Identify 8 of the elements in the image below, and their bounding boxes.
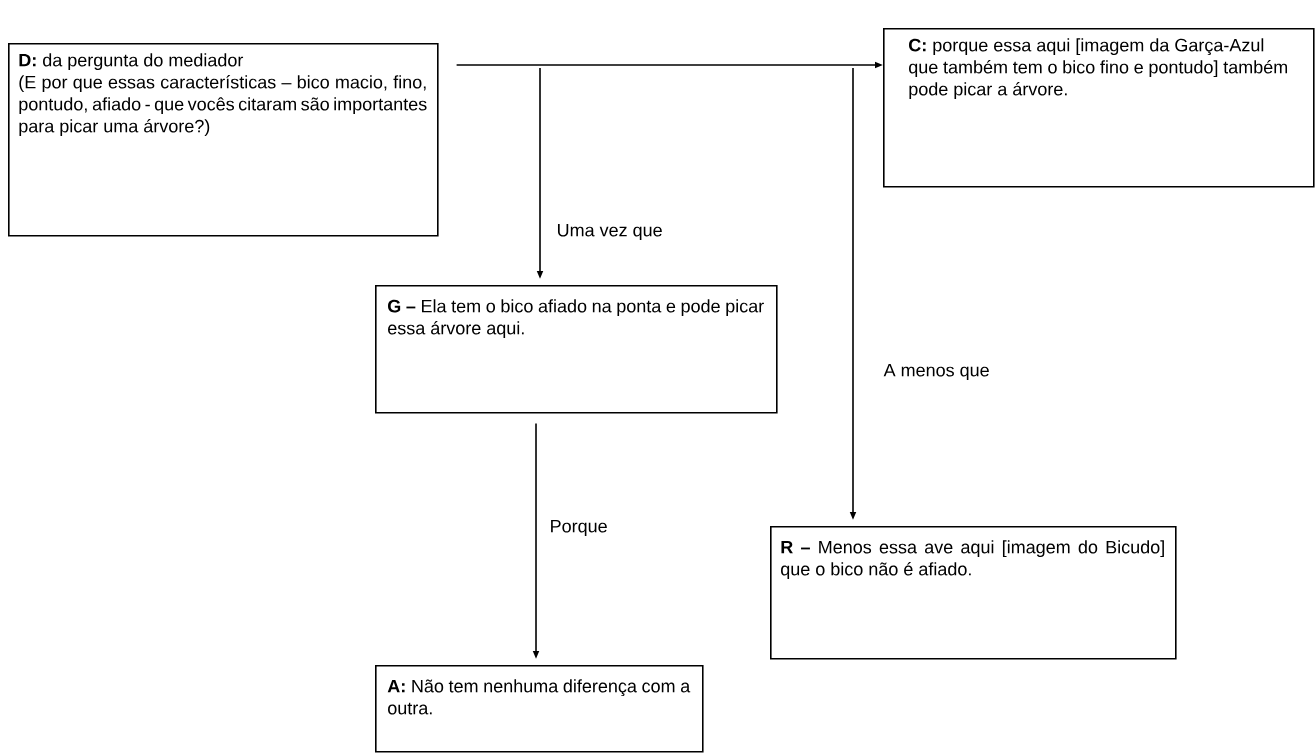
- edge-label: Uma vez que: [555, 222, 664, 242]
- argument-box: C: porque essa aqui [imagem da Garça-Azul que também tem o bico fino e pontudo] também pode picar a árvore.: [883, 28, 1315, 188]
- argument-box: A: Não tem nenhuma diferença com a outra.: [375, 665, 704, 753]
- argument-box: G – Ela tem o bico afiado na ponta e pode picar essa árvore aqui.: [375, 285, 778, 414]
- argument-box: D: da pergunta do mediador (E por que essas características – bico macio, fino, pontudo, afiado - que vocês citaram são importantes para picar uma árvore?): [8, 43, 439, 237]
- edge-label: A menos que: [882, 362, 991, 382]
- edge-label: Porque: [548, 518, 609, 538]
- argument-box: R – Menos essa ave aqui [imagem do Bicudo] que o bico não é afiado.: [770, 526, 1177, 660]
